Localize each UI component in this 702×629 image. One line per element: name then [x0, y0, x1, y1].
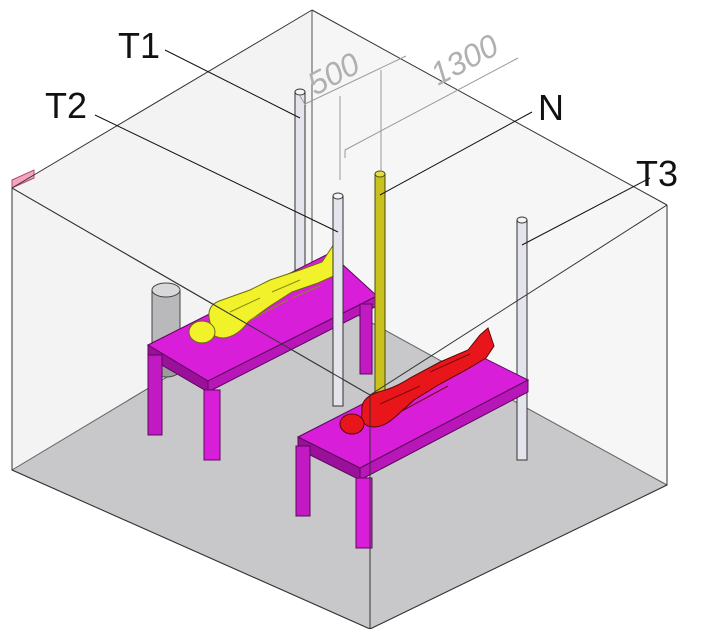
- front-edge-right-top: [311, 9, 668, 206]
- back-wall-left: [12, 10, 312, 470]
- mannequin-red: [339, 327, 495, 435]
- vent-icon: [11, 169, 35, 189]
- floor-front-left: [11, 469, 371, 629]
- front-edge-top-right: [369, 204, 668, 396]
- back-wall-right: [312, 10, 667, 485]
- dimension-500: [299, 55, 407, 180]
- probe-t2: [332, 192, 344, 407]
- label-t1: T1: [118, 25, 160, 66]
- leader-t1: [164, 49, 301, 119]
- label-t2: T2: [45, 85, 87, 126]
- leader-t2: [94, 114, 339, 233]
- probe-t3: [516, 216, 528, 461]
- dimension-label-1300: 1300: [424, 27, 504, 92]
- front-edge-left-top: [11, 9, 313, 189]
- dimension-1300: [344, 57, 519, 158]
- mannequin-yellow: [188, 243, 343, 344]
- probe-n: [374, 170, 386, 395]
- leader-t3: [521, 177, 651, 246]
- leader-n: [379, 111, 533, 196]
- label-t3: T3: [636, 153, 678, 194]
- front-edge-top: [11, 187, 371, 396]
- table-right: [295, 349, 530, 549]
- floor-front-right: [369, 484, 668, 629]
- label-n: N: [538, 87, 564, 128]
